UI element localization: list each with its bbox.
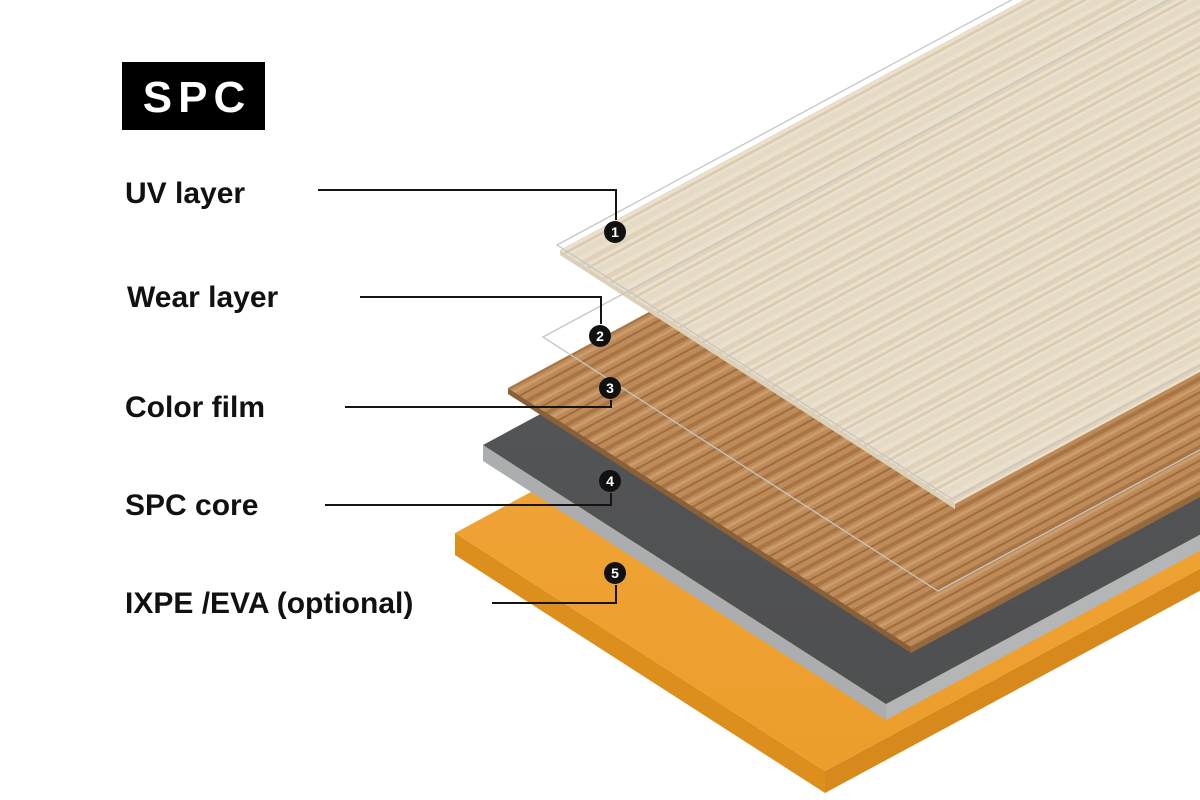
layer-5-leader-line [492,585,617,604]
surface-side-left [560,250,955,509]
ixpe-eva-side-left [455,533,825,793]
spc-core-side-front [886,534,1200,720]
layer-label-wear: Wear layer [127,281,279,314]
layer-4-marker: 4 [599,470,621,492]
layer-label-spccore: SPC core [125,489,258,522]
layer-4-leader-line [325,493,612,506]
layer-4-marker-number: 4 [606,473,614,489]
spc-badge-text: SPC [143,73,251,122]
spc-badge: SPC [122,62,265,130]
spc-badge-background [122,62,265,130]
spc-core-side-left [483,445,886,720]
wear-layer-outline [541,0,1200,592]
layer-3-marker: 3 [599,377,621,399]
layer-2-marker-number: 2 [596,328,604,344]
layer-label-colorfilm: Color film [125,391,265,424]
surface-top [560,0,1200,504]
layer-1-marker: 1 [604,221,626,243]
layer-3-marker-number: 3 [606,380,614,396]
layer-5-marker: 5 [604,562,626,584]
layer-3-leader-line [345,400,612,408]
layer-label-ixpe: IXPE /EVA (optional) [125,587,413,620]
ixpe-eva-side-front [825,568,1200,793]
flooring-surface-plank [560,0,1200,509]
color-film-side-front [911,491,1200,653]
layer-2-marker: 2 [589,325,611,347]
layer-1-marker-number: 1 [611,224,619,240]
color-film-side-left [508,388,911,653]
layer-1-leader-line [318,189,617,220]
uv-layer-outline [555,0,1200,500]
layer-2-leader-line [360,296,602,324]
layer-label-uv: UV layer [125,177,245,210]
layer-5-marker-number: 5 [611,565,619,581]
